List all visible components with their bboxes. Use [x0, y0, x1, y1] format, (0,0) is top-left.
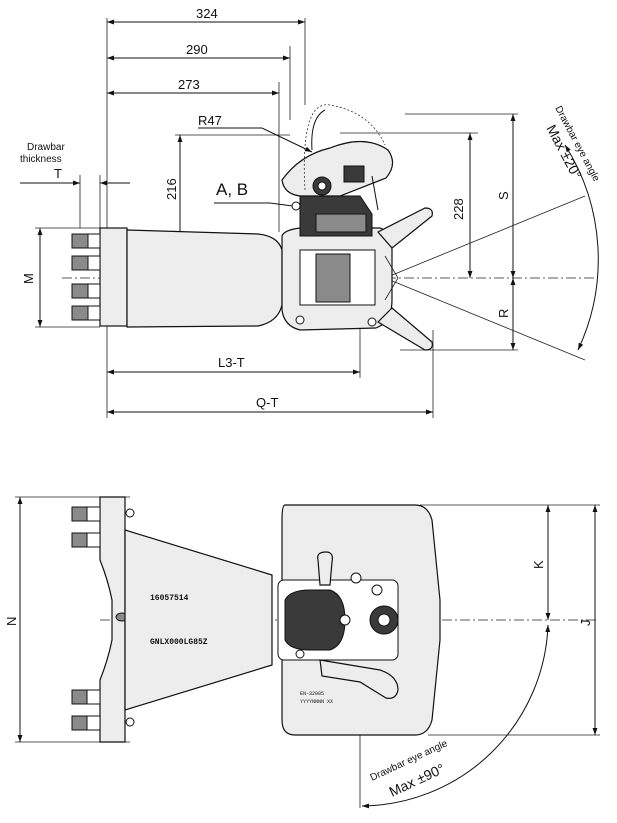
dim-m-label: M	[21, 273, 36, 284]
dim-r-label: R	[496, 309, 511, 318]
dim-n-label: N	[4, 617, 19, 626]
side-funnel-upper	[377, 207, 433, 249]
drawbar-thickness-line1: Drawbar	[27, 142, 65, 153]
top-housing	[124, 529, 273, 711]
top-stamp-1: 16057514	[150, 594, 189, 603]
top-stamp-4: YYYYNNNN XX	[300, 699, 333, 705]
top-upper-handle	[317, 551, 333, 586]
dim-228-label: 228	[451, 198, 466, 220]
side-mounting-plate	[99, 227, 128, 327]
label-a-b: A, B	[216, 180, 248, 199]
side-housing	[126, 229, 283, 328]
dim-273-label: 273	[178, 77, 200, 92]
dim-t-label: T	[54, 166, 62, 181]
dim-290-label: 290	[186, 42, 208, 57]
dim-r47-label: R47	[198, 113, 222, 128]
dim-k-label: K	[531, 560, 546, 569]
top-lower-lever	[319, 659, 399, 699]
drawbar-thickness-line2: thickness	[20, 154, 62, 165]
side-funnel-lower	[377, 307, 433, 351]
dim-216-label: 216	[164, 178, 179, 200]
dim-s-label: S	[496, 191, 511, 200]
top-coupling-pin	[284, 589, 346, 651]
top-mounting-plate	[99, 496, 126, 743]
side-view: 324 290 273 R47 216 A, B 228 S R Drawbar…	[20, 6, 602, 418]
side-upper-lever	[281, 140, 394, 197]
top-stamp-3: EN-32005	[300, 691, 324, 697]
dim-l3t-label: L3-T	[218, 355, 245, 370]
dim-qt-label: Q-T	[256, 395, 278, 410]
top-stamp-2: GNLX000LG85Z	[150, 638, 208, 647]
dim-324-label: 324	[196, 6, 218, 21]
top-view: N K J Drawbar eye angle Max ±90°	[4, 496, 600, 809]
dim-j-label: J	[578, 620, 593, 627]
